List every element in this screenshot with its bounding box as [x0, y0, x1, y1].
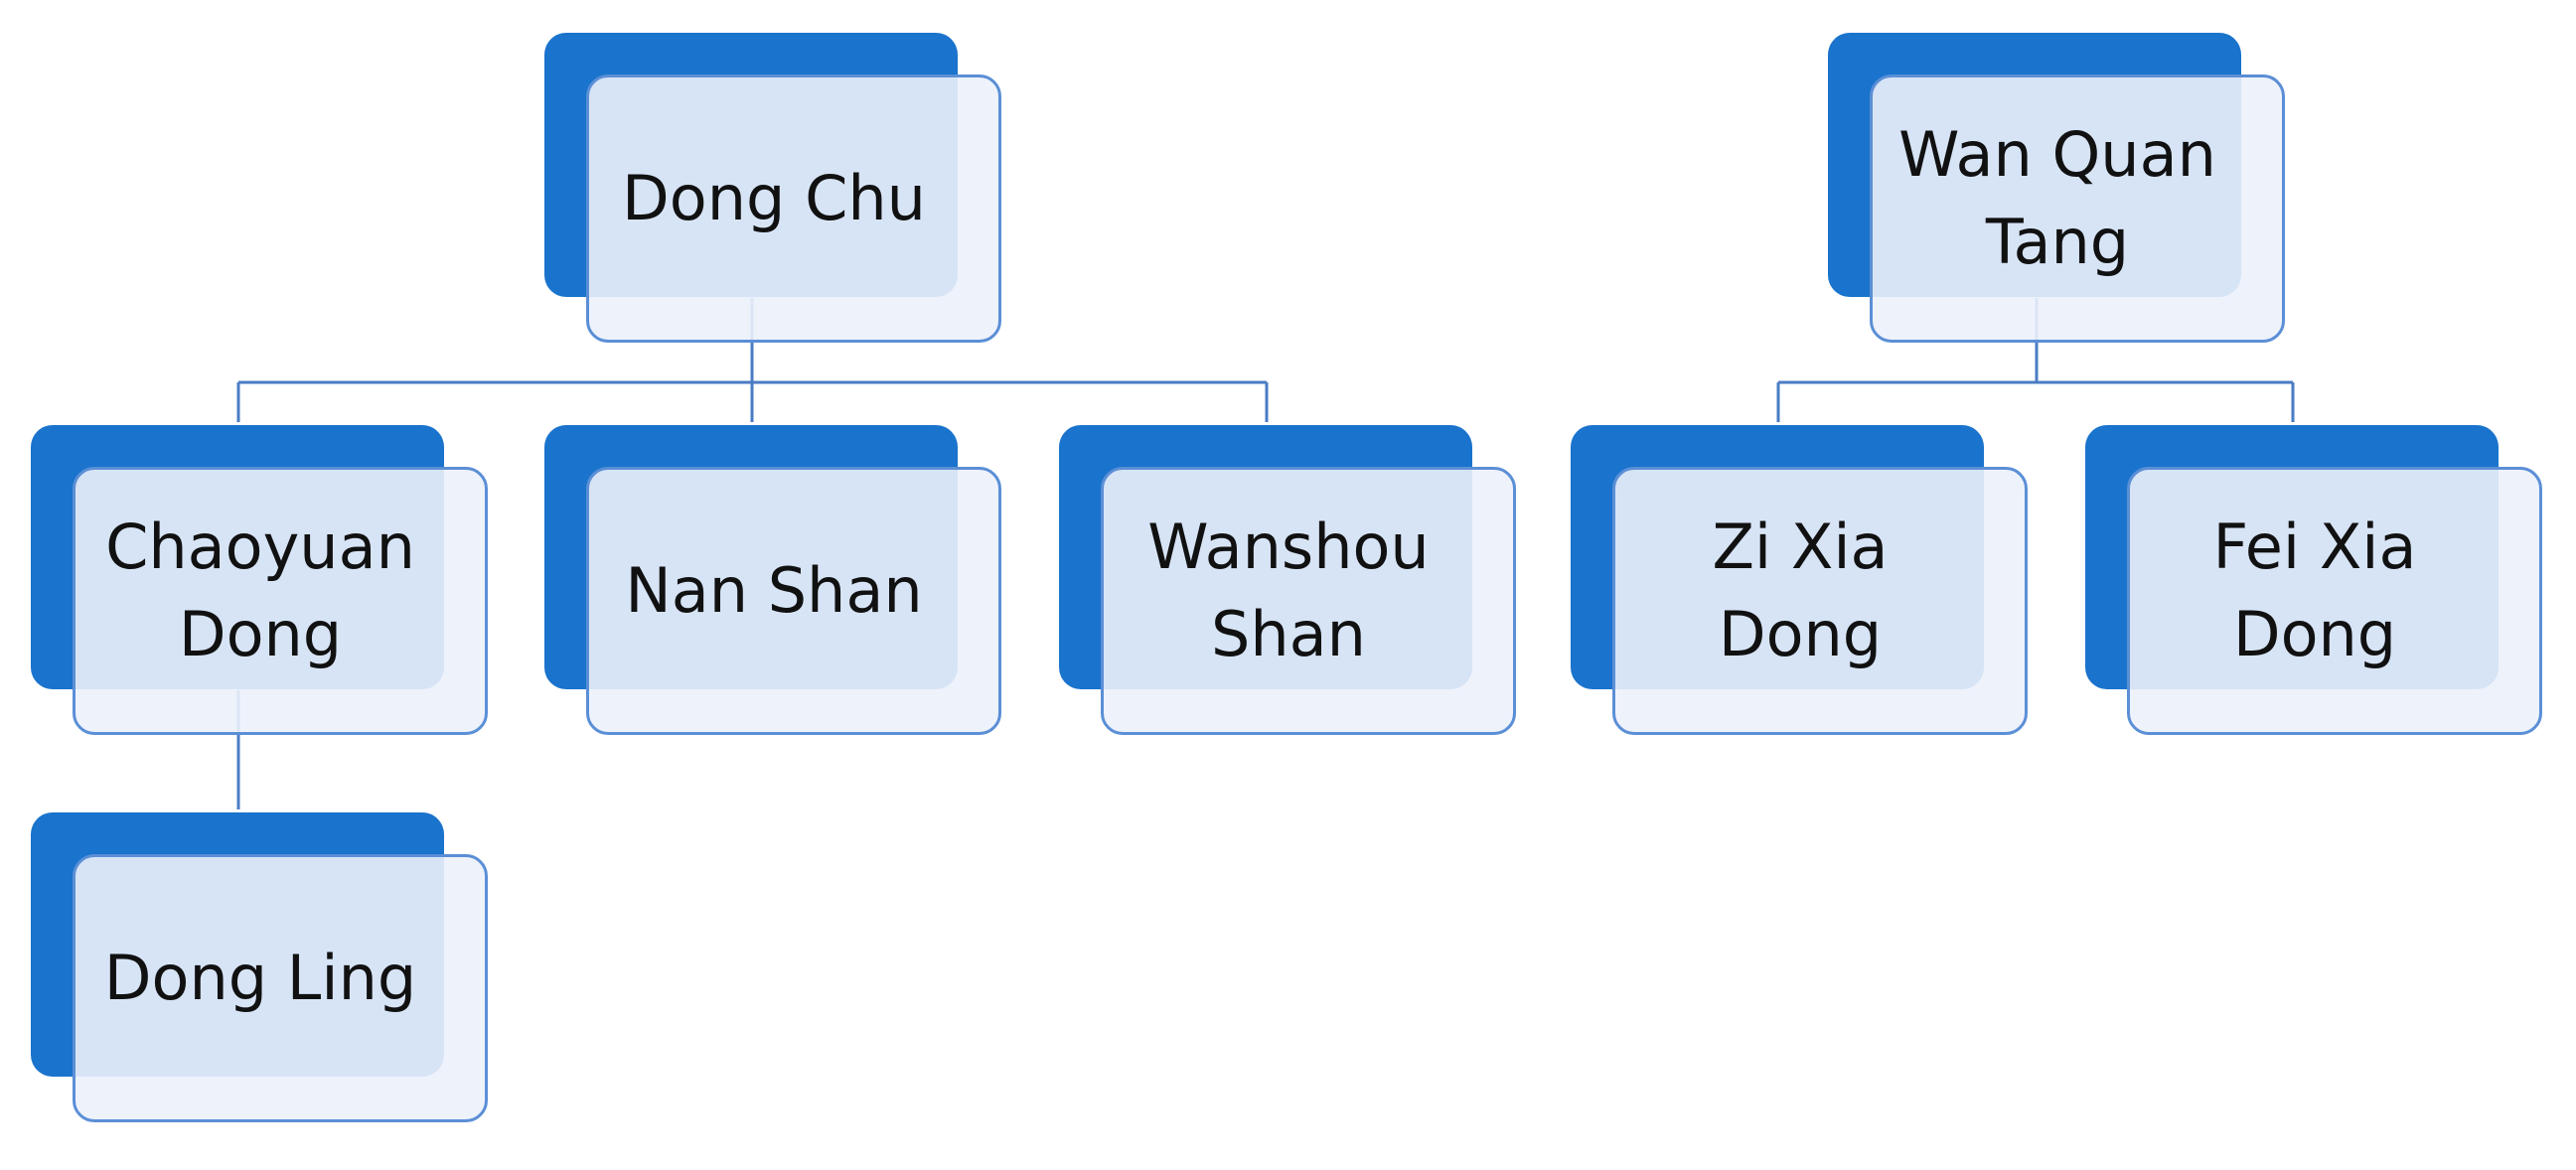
node-front-box: Wan Quan Tang — [1870, 74, 2285, 343]
node-front-box: Nan Shan — [586, 467, 1001, 735]
node-wan-quan-tang: Wan Quan Tang — [1828, 33, 2285, 345]
node-label: Dong Ling — [103, 942, 417, 1014]
node-label: Wanshou Shan — [1147, 511, 1430, 670]
node-front-box: Wanshou Shan — [1101, 467, 1516, 735]
node-label: Wan Quan Tang — [1898, 118, 2216, 278]
node-label: Chaoyuan Dong — [105, 511, 415, 670]
node-front-box: Fei Xia Dong — [2127, 467, 2542, 735]
node-zi-xia-dong: Zi Xia Dong — [1571, 425, 2028, 737]
node-nan-shan: Nan Shan — [544, 425, 1001, 737]
node-dong-chu: Dong Chu — [544, 33, 1001, 345]
node-wanshou-shan: Wanshou Shan — [1059, 425, 1516, 737]
node-fei-xia-dong: Fei Xia Dong — [2085, 425, 2542, 737]
node-front-box: Zi Xia Dong — [1612, 467, 2028, 735]
node-front-box: Dong Chu — [586, 74, 1001, 343]
node-label: Fei Xia Dong — [2212, 511, 2417, 670]
node-dong-ling: Dong Ling — [31, 812, 488, 1124]
node-front-box: Chaoyuan Dong — [73, 467, 488, 735]
node-label: Nan Shan — [625, 554, 923, 627]
node-label: Zi Xia Dong — [1712, 511, 1889, 670]
node-label: Dong Chu — [622, 162, 926, 234]
node-front-box: Dong Ling — [73, 854, 488, 1122]
node-chaoyuan-dong: Chaoyuan Dong — [31, 425, 488, 737]
